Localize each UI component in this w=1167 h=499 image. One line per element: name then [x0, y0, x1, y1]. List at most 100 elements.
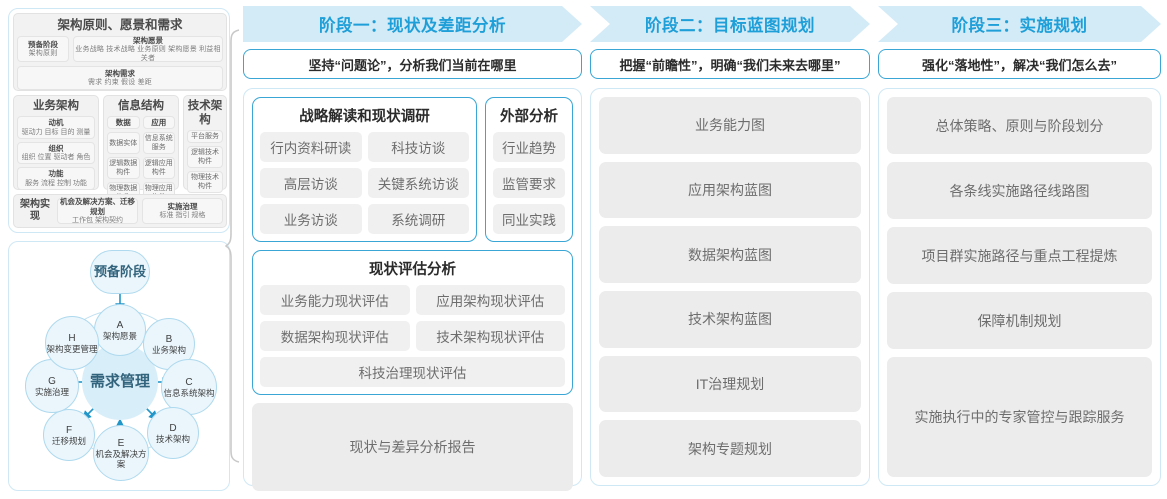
- tile-opportunities-migration-head: 机会及解决方案、迁移规划: [60, 197, 135, 216]
- chip-data-architecture-assessment[interactable]: 数据架构现状评估: [260, 321, 410, 351]
- tile-opportunities-migration-sub: 工作包 架构契约: [72, 217, 123, 224]
- node-f-migration-planning: F 迁移规划: [43, 409, 95, 461]
- chip-data-architecture-blueprint[interactable]: 数据架构蓝图: [599, 226, 861, 284]
- chip-key-system-interview[interactable]: 关键系统访谈: [367, 168, 469, 198]
- chip-business-interview[interactable]: 业务访谈: [260, 204, 362, 234]
- chip-executive-interview[interactable]: 高层访谈: [260, 168, 362, 198]
- node-a-label: 架构愿景: [102, 330, 137, 341]
- tile-organization-sub: 组织 位置 驱动者 角色: [21, 154, 91, 161]
- assessment-chip-grid: 业务能力现状评估 应用架构现状评估 数据架构现状评估 技术架构现状评估 科技治理…: [260, 285, 565, 387]
- chip-gap-analysis-report[interactable]: 现状与差异分析报告: [252, 403, 573, 491]
- strategy-chip-grid: 行内资料研读 科技访谈 高层访谈 关键系统访谈 业务访谈 系统调研: [260, 132, 469, 234]
- card-strategy-title: 战略解读和现状调研: [299, 109, 430, 125]
- node-f-label: 迁移规划: [51, 435, 86, 446]
- tile-prep-stage: 预备阶段 架构原则: [17, 36, 69, 62]
- tile-data-head: 数据: [107, 116, 140, 129]
- information-structure-group: 信息结构 数据 数据实体 逻辑数据构件 物理数据构件 应用: [103, 95, 179, 204]
- phase-2-header: 阶段二：目标蓝图规划: [590, 6, 870, 42]
- node-h-architecture-change-management: H 架构变更管理: [45, 316, 99, 370]
- left-column: 架构原则、愿景和需求 预备阶段 架构原则 架构愿景 业务战略 技术战略 业务原则…: [8, 8, 230, 491]
- node-prep-stage-label: 预备阶段: [93, 264, 146, 279]
- tile-logical-application-component: 逻辑应用构件: [142, 157, 175, 179]
- tile-information-system-service: 信息系统服务: [142, 132, 175, 154]
- information-structure-title: 信息结构: [118, 100, 164, 112]
- card-external-analysis-title: 外部分析: [500, 109, 558, 125]
- phase-3-subtitle: 强化“落地性”，解决“我们怎么去”: [878, 49, 1161, 79]
- phase-1-top-row: 战略解读和现状调研 行内资料研读 科技访谈 高层访谈 关键系统访谈: [252, 97, 573, 242]
- architecture-framework-panel: 架构原则、愿景和需求 预备阶段 架构原则 架构愿景 业务战略 技术战略 业务原则…: [8, 8, 230, 233]
- node-c-key: C: [185, 376, 193, 388]
- phase-1: 阶段一：现状及差距分析 坚持“问题论”，分析我们当前在哪里 战略解读和现状调研 …: [243, 6, 582, 493]
- tile-function-head: 功能: [48, 169, 64, 178]
- phase-1-subtitle: 坚持“问题论”，分析我们当前在哪里: [243, 49, 582, 79]
- chip-expert-control-tracking-service[interactable]: 实施执行中的专家管控与跟踪服务: [887, 357, 1152, 477]
- chip-business-capability-map[interactable]: 业务能力图: [599, 97, 861, 154]
- phase-2-subtitle: 把握“前瞻性”，明确“我们未来去哪里”: [590, 49, 870, 79]
- phase-1-body: 战略解读和现状调研 行内资料研读 科技访谈 高层访谈 关键系统访谈: [243, 88, 582, 491]
- node-c-label: 信息系统架构: [163, 387, 215, 398]
- tile-opportunities-migration: 机会及解决方案、迁移规划 工作包 架构契约: [57, 197, 138, 224]
- node-g-key: G: [48, 375, 56, 387]
- chip-program-implementation-path[interactable]: 项目群实施路径与重点工程提炼: [887, 227, 1152, 285]
- node-g-label: 实施治理: [34, 386, 69, 397]
- chip-technology-interview[interactable]: 科技访谈: [367, 132, 469, 162]
- chip-line-implementation-roadmap[interactable]: 各条线实施路径线路图: [887, 162, 1152, 220]
- phase-3-header: 阶段三：实施规划: [878, 6, 1161, 42]
- phases-container: 阶段一：现状及差距分析 坚持“问题论”，分析我们当前在哪里 战略解读和现状调研 …: [243, 6, 1161, 493]
- tile-implementation-governance-sub: 标准 指引 规格: [159, 212, 206, 220]
- node-b-label: 业务架构: [151, 344, 186, 355]
- tile-data-head-label: 数据: [115, 117, 131, 127]
- tile-motivation: 动机 驱动力 目标 目的 测量: [17, 116, 95, 139]
- node-d-label: 技术架构: [155, 433, 190, 444]
- tile-platform-service: 平台服务: [187, 130, 223, 143]
- chip-technology-governance-assessment[interactable]: 科技治理现状评估: [260, 357, 565, 387]
- phase-3: 阶段三：实施规划 强化“落地性”，解决“我们怎么去” 总体策略、原则与阶段划分 …: [878, 6, 1161, 493]
- phase-2: 阶段二：目标蓝图规划 把握“前瞻性”，明确“我们未来去哪里” 业务能力图 应用架…: [590, 6, 870, 493]
- application-column: 应用 信息系统服务 逻辑应用构件 物理应用构件: [142, 116, 175, 204]
- node-requirements-management-label: 需求管理: [89, 373, 150, 390]
- node-d-key: D: [169, 422, 177, 434]
- chip-it-governance-planning[interactable]: IT治理规划: [599, 355, 861, 413]
- chip-assurance-mechanism-planning[interactable]: 保障机制规划: [887, 292, 1152, 350]
- business-architecture-group: 业务架构 动机 驱动力 目标 目的 测量 组织 组织 位置 驱动者 角色 功能: [13, 95, 99, 190]
- section1-title: 架构原则、愿景和需求: [57, 18, 183, 32]
- architecture-realization-label: 架构实现: [20, 199, 50, 222]
- node-h-label: 架构变更管理: [46, 343, 98, 354]
- chip-overall-strategy-principles-phasing[interactable]: 总体策略、原则与阶段划分: [887, 97, 1152, 155]
- tile-physical-technology-component: 物理技术构件: [187, 171, 223, 193]
- node-b-key: B: [165, 333, 173, 345]
- chip-regulatory-requirements[interactable]: 监管要求: [493, 168, 565, 198]
- chip-technology-architecture-blueprint[interactable]: 技术架构蓝图: [599, 291, 861, 348]
- chip-system-survey[interactable]: 系统调研: [367, 204, 469, 234]
- chip-industry-trends[interactable]: 行业趋势: [493, 132, 565, 162]
- card-strategy-interpretation-survey: 战略解读和现状调研 行内资料研读 科技访谈 高层访谈 关键系统访谈: [252, 97, 477, 242]
- node-h-key: H: [68, 332, 76, 344]
- technology-architecture-group: 技术架构 平台服务 逻辑技术构件 物理技术构件: [183, 95, 227, 193]
- chip-architecture-topic-planning[interactable]: 架构专题规划: [599, 420, 861, 478]
- phase-3-body: 总体策略、原则与阶段划分 各条线实施路径线路图 项目群实施路径与重点工程提炼 保…: [878, 88, 1161, 486]
- tile-motivation-head: 动机: [48, 118, 64, 127]
- card-assessment-title: 现状评估分析: [369, 262, 456, 278]
- tile-prep-stage-head: 预备阶段: [28, 40, 58, 49]
- tile-arch-requirements-head: 架构需求: [105, 69, 135, 78]
- tile-application-head: 应用: [142, 116, 175, 129]
- phase-1-header: 阶段一：现状及差距分析: [243, 6, 582, 42]
- chip-application-architecture-assessment[interactable]: 应用架构现状评估: [415, 285, 565, 315]
- tile-organization-head: 组织: [48, 143, 64, 153]
- tile-prep-stage-sub: 架构原则: [28, 50, 58, 57]
- chip-business-capability-assessment[interactable]: 业务能力现状评估: [260, 285, 410, 315]
- card-current-state-assessment: 现状评估分析 业务能力现状评估 应用架构现状评估 数据架构现状评估 技术架构现状…: [252, 250, 573, 395]
- tile-organization: 组织 组织 位置 驱动者 角色: [17, 141, 95, 164]
- chip-application-architecture-blueprint[interactable]: 应用架构蓝图: [599, 161, 861, 219]
- technology-architecture-title: 技术架构: [187, 100, 223, 126]
- node-e-opportunities-solutions: E 机会及解决方案: [93, 425, 149, 481]
- arch-principles-vision-requirements-group: 架构原则、愿景和需求 预备阶段 架构原则 架构愿景 业务战略 技术战略 业务原则…: [13, 13, 227, 91]
- node-c-information-system-architecture: C 信息系统架构: [161, 359, 217, 415]
- node-e-key: E: [117, 437, 125, 449]
- chip-internal-document-study[interactable]: 行内资料研读: [260, 132, 362, 162]
- tile-arch-vision: 架构愿景 业务战略 技术战略 业务原则 架构愿景 利益相关者: [73, 36, 223, 62]
- chip-peer-practices[interactable]: 同业实践: [493, 204, 565, 234]
- tile-arch-vision-sub: 业务战略 技术战略 业务原则 架构愿景 利益相关者: [75, 45, 221, 62]
- chip-technology-architecture-assessment[interactable]: 技术架构现状评估: [415, 321, 565, 351]
- tile-motivation-sub: 驱动力 目标 目的 测量: [21, 128, 91, 136]
